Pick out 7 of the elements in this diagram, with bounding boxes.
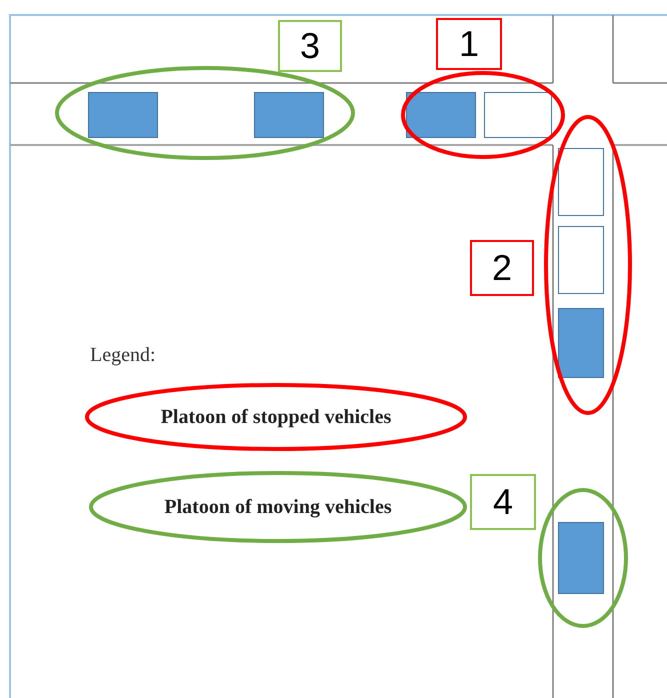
number-box: 4 xyxy=(470,474,536,530)
number-box: 3 xyxy=(278,20,342,72)
legend-text: Platoon of moving vehicles xyxy=(164,495,392,520)
number-box: 2 xyxy=(470,240,534,296)
legend-title: Legend: xyxy=(90,343,156,368)
legend-text: Platoon of stopped vehicles xyxy=(160,405,392,430)
number-box: 1 xyxy=(436,18,502,70)
